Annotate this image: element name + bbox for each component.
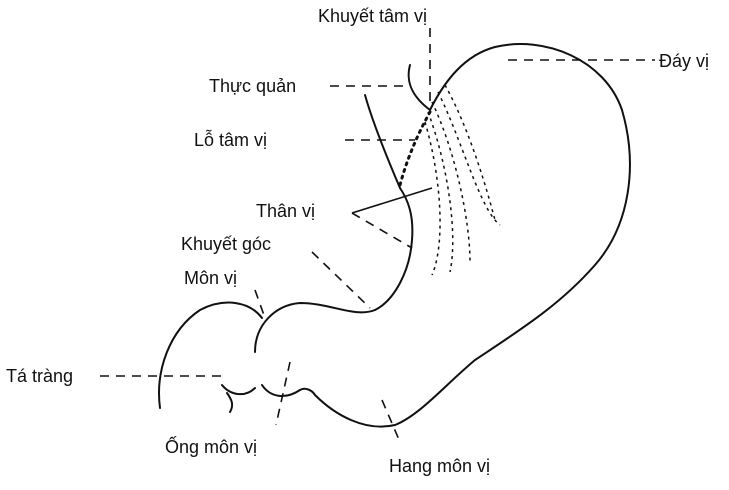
- esophagus-left-outline: [364, 94, 401, 189]
- duodenum-lower-outline: [221, 384, 256, 396]
- cardiac-orifice-dots: [398, 110, 432, 187]
- label-pyloric-canal: Ống môn vị: [165, 437, 258, 457]
- leader-pyloric-canal: [275, 361, 291, 426]
- pyloric-canal-lower-outline: [261, 384, 316, 397]
- label-fundus: Đáy vị: [659, 51, 710, 71]
- gastric-fold-line: [444, 84, 496, 221]
- label-cardiac-notch: Khuyết tâm vị: [318, 6, 428, 26]
- label-pyloric-antrum: Hang môn vị: [389, 456, 491, 476]
- greater-curvature-outline: [314, 43, 631, 428]
- label-pylorus: Môn vị: [184, 268, 238, 288]
- pylorus-upper-outline: [254, 302, 376, 353]
- label-body: Thân vị: [256, 201, 316, 221]
- label-esophagus: Thực quản: [209, 76, 297, 96]
- gastric-fold-line: [431, 101, 471, 263]
- leader-pyloric-antrum: [381, 399, 401, 443]
- gastric-fold-line: [424, 121, 441, 276]
- esophagus-right-outline: [407, 64, 431, 111]
- label-angular-notch: Khuyết góc: [181, 234, 272, 254]
- gastric-fold-line: [427, 111, 454, 273]
- lesser-curvature-outline: [374, 187, 414, 311]
- duodenum-lower-outline-2: [226, 392, 234, 413]
- label-duodenum: Tá tràng: [6, 366, 74, 386]
- gastric-fold-line: [437, 91, 501, 226]
- leader-body-lower: [351, 212, 413, 249]
- leader-angular-notch: [311, 251, 371, 309]
- leader-body-upper: [351, 187, 433, 214]
- leader-pylorus: [254, 289, 266, 319]
- duodenum-upper-outline: [158, 301, 263, 409]
- label-cardiac-orifice: Lỗ tâm vị: [194, 130, 268, 150]
